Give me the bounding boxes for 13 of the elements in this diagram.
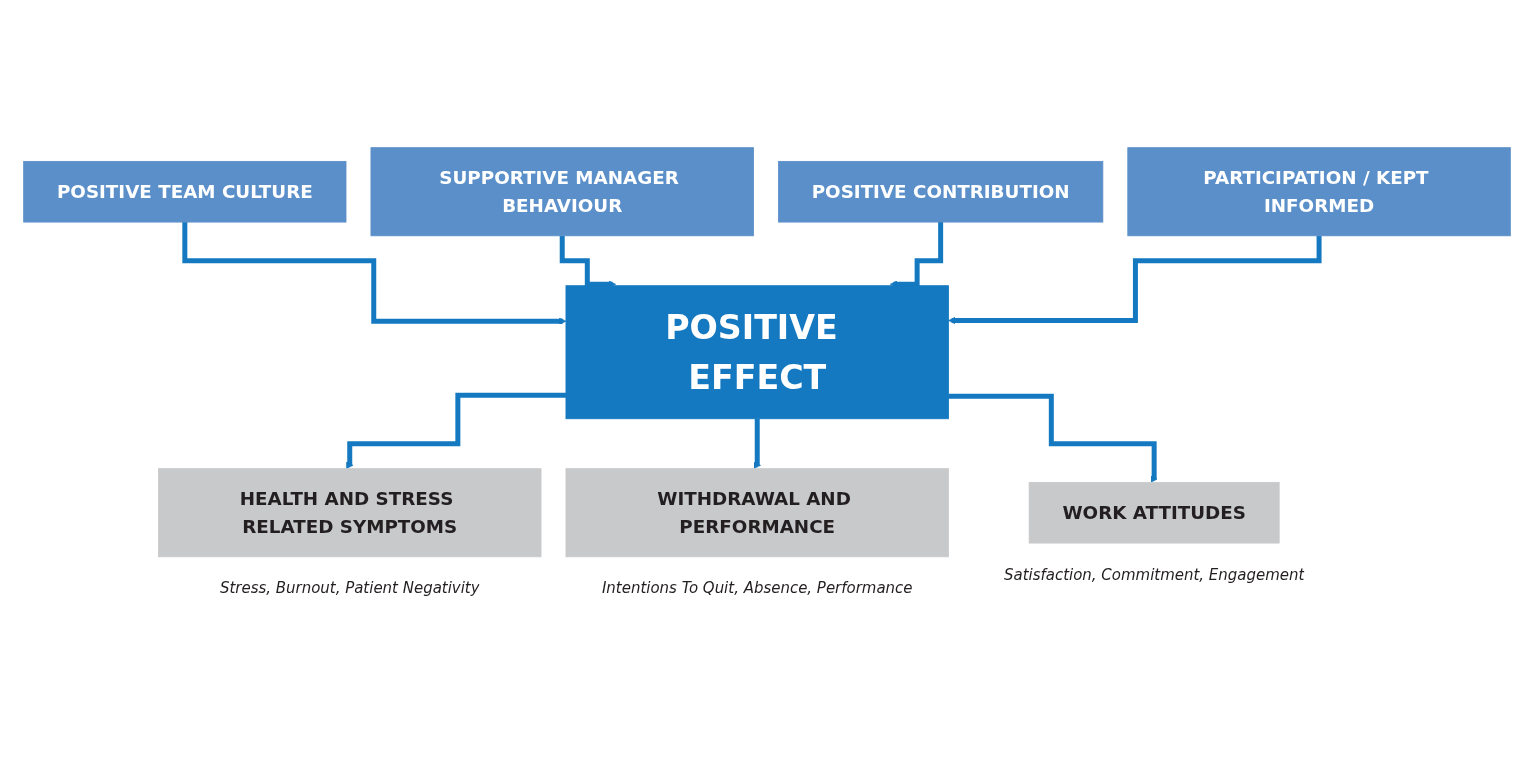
node-label: Stress, Burnout, Patient Negativity <box>219 579 480 597</box>
node-box: SUPPORTIVE MANAGER BEHAVIOUR <box>370 147 754 236</box>
node-box: POSITIVE CONTRIBUTION <box>778 160 1104 223</box>
node-box: HEALTH AND STRESS RELATED SYMPTOMS <box>158 468 542 557</box>
node-box: PARTICIPATION / KEPT INFORMED <box>1127 147 1511 236</box>
arrow <box>948 393 1158 483</box>
node-label: Intentions To Quit, Absence, Performance <box>601 579 913 597</box>
node-box: POSITIVE TEAM CULTURE <box>23 160 347 223</box>
node-box: WITHDRAWAL AND PERFORMANCE <box>565 468 949 557</box>
node-box: POSITIVE EFFECT <box>565 285 949 419</box>
node-label: Satisfaction, Commitment, Engagement <box>1004 565 1305 583</box>
node-box: WORK ATTITUDES <box>1028 481 1280 544</box>
arrow <box>346 392 566 469</box>
